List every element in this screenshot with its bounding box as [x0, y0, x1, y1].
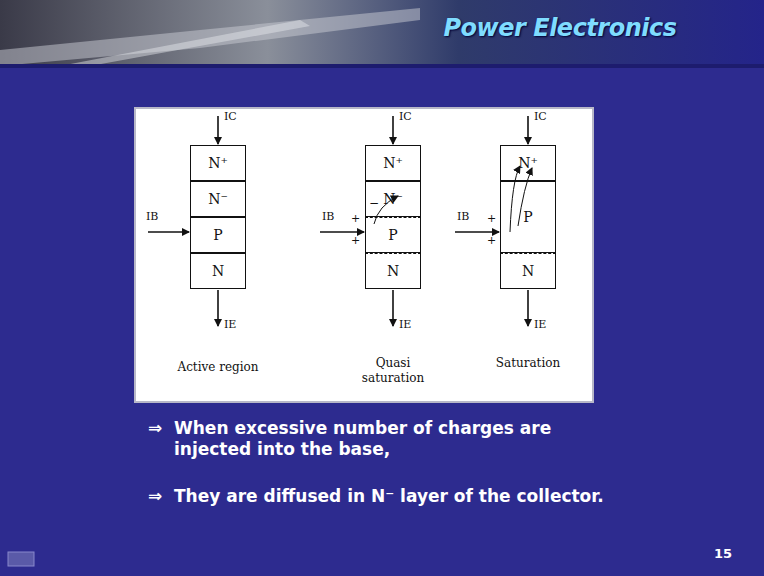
semiconductor-layer: N⁺ — [500, 145, 556, 181]
semiconductor-layer: P — [365, 217, 421, 253]
semiconductor-layer: N⁺ — [365, 145, 421, 181]
layer-label: N⁺ — [518, 155, 538, 171]
bullet-text: They are diffused in N⁻ layer of the col… — [174, 486, 644, 507]
semiconductor-layer: N — [500, 253, 556, 289]
current-label: IE — [224, 318, 236, 332]
layer-label: N⁺ — [208, 155, 228, 171]
bullet-symbol: ⇒ — [148, 418, 162, 439]
logo — [8, 552, 34, 566]
banner-streak — [60, 20, 310, 66]
slide-number: 15 — [714, 546, 732, 562]
layer-label: N⁻ — [383, 191, 403, 207]
region-caption: Active region — [158, 360, 278, 375]
charge-sign: + — [351, 212, 360, 226]
charge-sign: − — [369, 196, 379, 211]
current-label: IB — [457, 210, 469, 224]
region-caption: Quasi saturation — [353, 356, 433, 386]
layer-label: N — [522, 263, 534, 279]
bullet-symbol: ⇒ — [148, 486, 162, 507]
region-caption: Saturation — [478, 356, 578, 371]
semiconductor-layer: P — [190, 217, 246, 253]
current-label: IE — [399, 318, 411, 332]
slide-title: Power Electronics — [440, 14, 680, 42]
charge-sign: + — [487, 234, 496, 248]
layer-label: P — [213, 227, 222, 243]
layer-label: P — [523, 209, 532, 225]
semiconductor-layer: N⁻ — [190, 181, 246, 217]
semiconductor-layer: N — [365, 253, 421, 289]
charge-sign: + — [351, 234, 360, 248]
layer-label: N⁻ — [208, 191, 228, 207]
semiconductor-layer: N — [190, 253, 246, 289]
current-label: IC — [224, 110, 237, 124]
figure-panel — [135, 108, 593, 402]
banner-streak — [0, 8, 420, 66]
semiconductor-layer: N⁺ — [190, 145, 246, 181]
current-label: IB — [322, 210, 334, 224]
banner-edge — [0, 64, 764, 68]
semiconductor-layer: P — [500, 181, 556, 253]
current-label: IC — [399, 110, 412, 124]
bullet-text: When excessive number of charges are inj… — [174, 418, 614, 461]
charge-sign: + — [487, 212, 496, 226]
charge-flow — [518, 168, 532, 226]
layer-label: N — [212, 263, 224, 279]
layer-label: N⁺ — [383, 155, 403, 171]
current-label: IE — [534, 318, 546, 332]
layer-label: N — [387, 263, 399, 279]
current-arrows — [148, 116, 528, 326]
layer-label: P — [388, 227, 397, 243]
current-label: IB — [146, 210, 158, 224]
current-label: IC — [534, 110, 547, 124]
banner — [0, 0, 764, 66]
